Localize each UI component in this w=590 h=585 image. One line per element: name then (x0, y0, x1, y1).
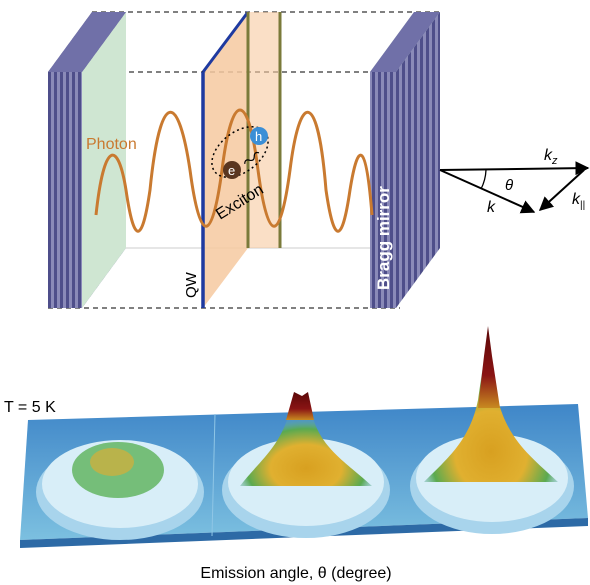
bragg-mirror-left: Bragg mirror (25, 12, 126, 308)
theta-label: θ (505, 177, 513, 194)
electron-icon (223, 161, 241, 179)
emission-disc-1 (36, 440, 204, 540)
emission-surface (20, 326, 588, 548)
emission-disc-2 (222, 392, 390, 538)
photon-wave (94, 108, 374, 233)
hole-label: h (255, 129, 262, 144)
quantum-well-plane: QW (183, 11, 282, 308)
kpar-label: k|| (572, 191, 585, 211)
emission-disc-3 (410, 326, 574, 534)
hole-icon (250, 127, 268, 145)
k-label: k (487, 199, 496, 216)
bragg-mirror-right: Bragg mirror (370, 12, 440, 308)
temperature-label: T = 5 K (4, 399, 56, 416)
qw-label: QW (183, 271, 200, 298)
x-axis-label: Emission angle, θ (degree) (200, 565, 391, 582)
wavevector-diagram: θ k kz k|| (439, 147, 590, 216)
electron-label: e (228, 163, 235, 178)
bragg-mirror-right-label: Bragg mirror (374, 186, 393, 290)
bragg-mirror-left-label: Bragg mirror (25, 186, 44, 290)
photon-label: Photon (86, 136, 137, 153)
kz-label: kz (544, 147, 558, 167)
